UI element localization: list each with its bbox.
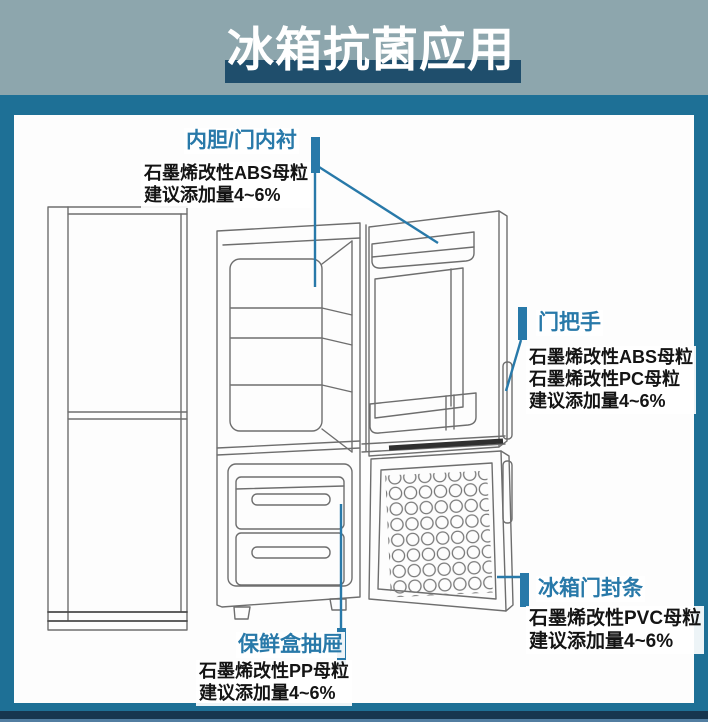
bottom-edge-line (0, 719, 708, 722)
spec-line: 石墨烯改性ABS母粒 (144, 163, 309, 183)
spec-line: 石墨烯改性PC母粒 (529, 368, 681, 389)
bottom-border-strip (0, 711, 708, 719)
callout-seal-title: 冰箱门封条 (536, 576, 645, 603)
callout-liner-spec: 石墨烯改性ABS母粒 建议添加量4~6% (141, 162, 312, 208)
callout-handle-title: 门把手 (536, 310, 603, 337)
open-refrigerator-cabinet-drawing (216, 222, 367, 620)
callout-handle-spec: 石墨烯改性ABS母粒 石墨烯改性PC母粒 建议添加量4~6% (526, 346, 697, 414)
page-title: 冰箱抗菌应用 (227, 23, 515, 76)
upper-open-door-drawing (368, 210, 513, 457)
spec-line: 建议添加量4~6% (529, 390, 666, 411)
spec-line: 建议添加量4~6% (199, 682, 336, 703)
spec-line: 石墨烯改性PP母粒 (199, 661, 350, 681)
spec-line: 石墨烯改性ABS母粒 (529, 347, 694, 367)
spec-line: 石墨烯改性PVC母粒 (529, 608, 702, 629)
door-gap-drawing (361, 435, 506, 453)
callout-drawer-title: 保鲜盒抽屉 (236, 632, 345, 659)
closed-refrigerator-drawing (47, 206, 188, 631)
spec-line: 建议添加量4~6% (529, 631, 674, 653)
spec-line: 建议添加量4~6% (144, 184, 281, 205)
callout-liner-title: 内胆/门内衬 (184, 128, 299, 155)
lower-open-door-drawing (368, 450, 514, 612)
title-underline-bar (225, 60, 521, 83)
callout-seal-spec: 石墨烯改性PVC母粒 建议添加量4~6% (526, 606, 705, 655)
callout-drawer-spec: 石墨烯改性PP母粒 建议添加量4~6% (196, 660, 353, 706)
